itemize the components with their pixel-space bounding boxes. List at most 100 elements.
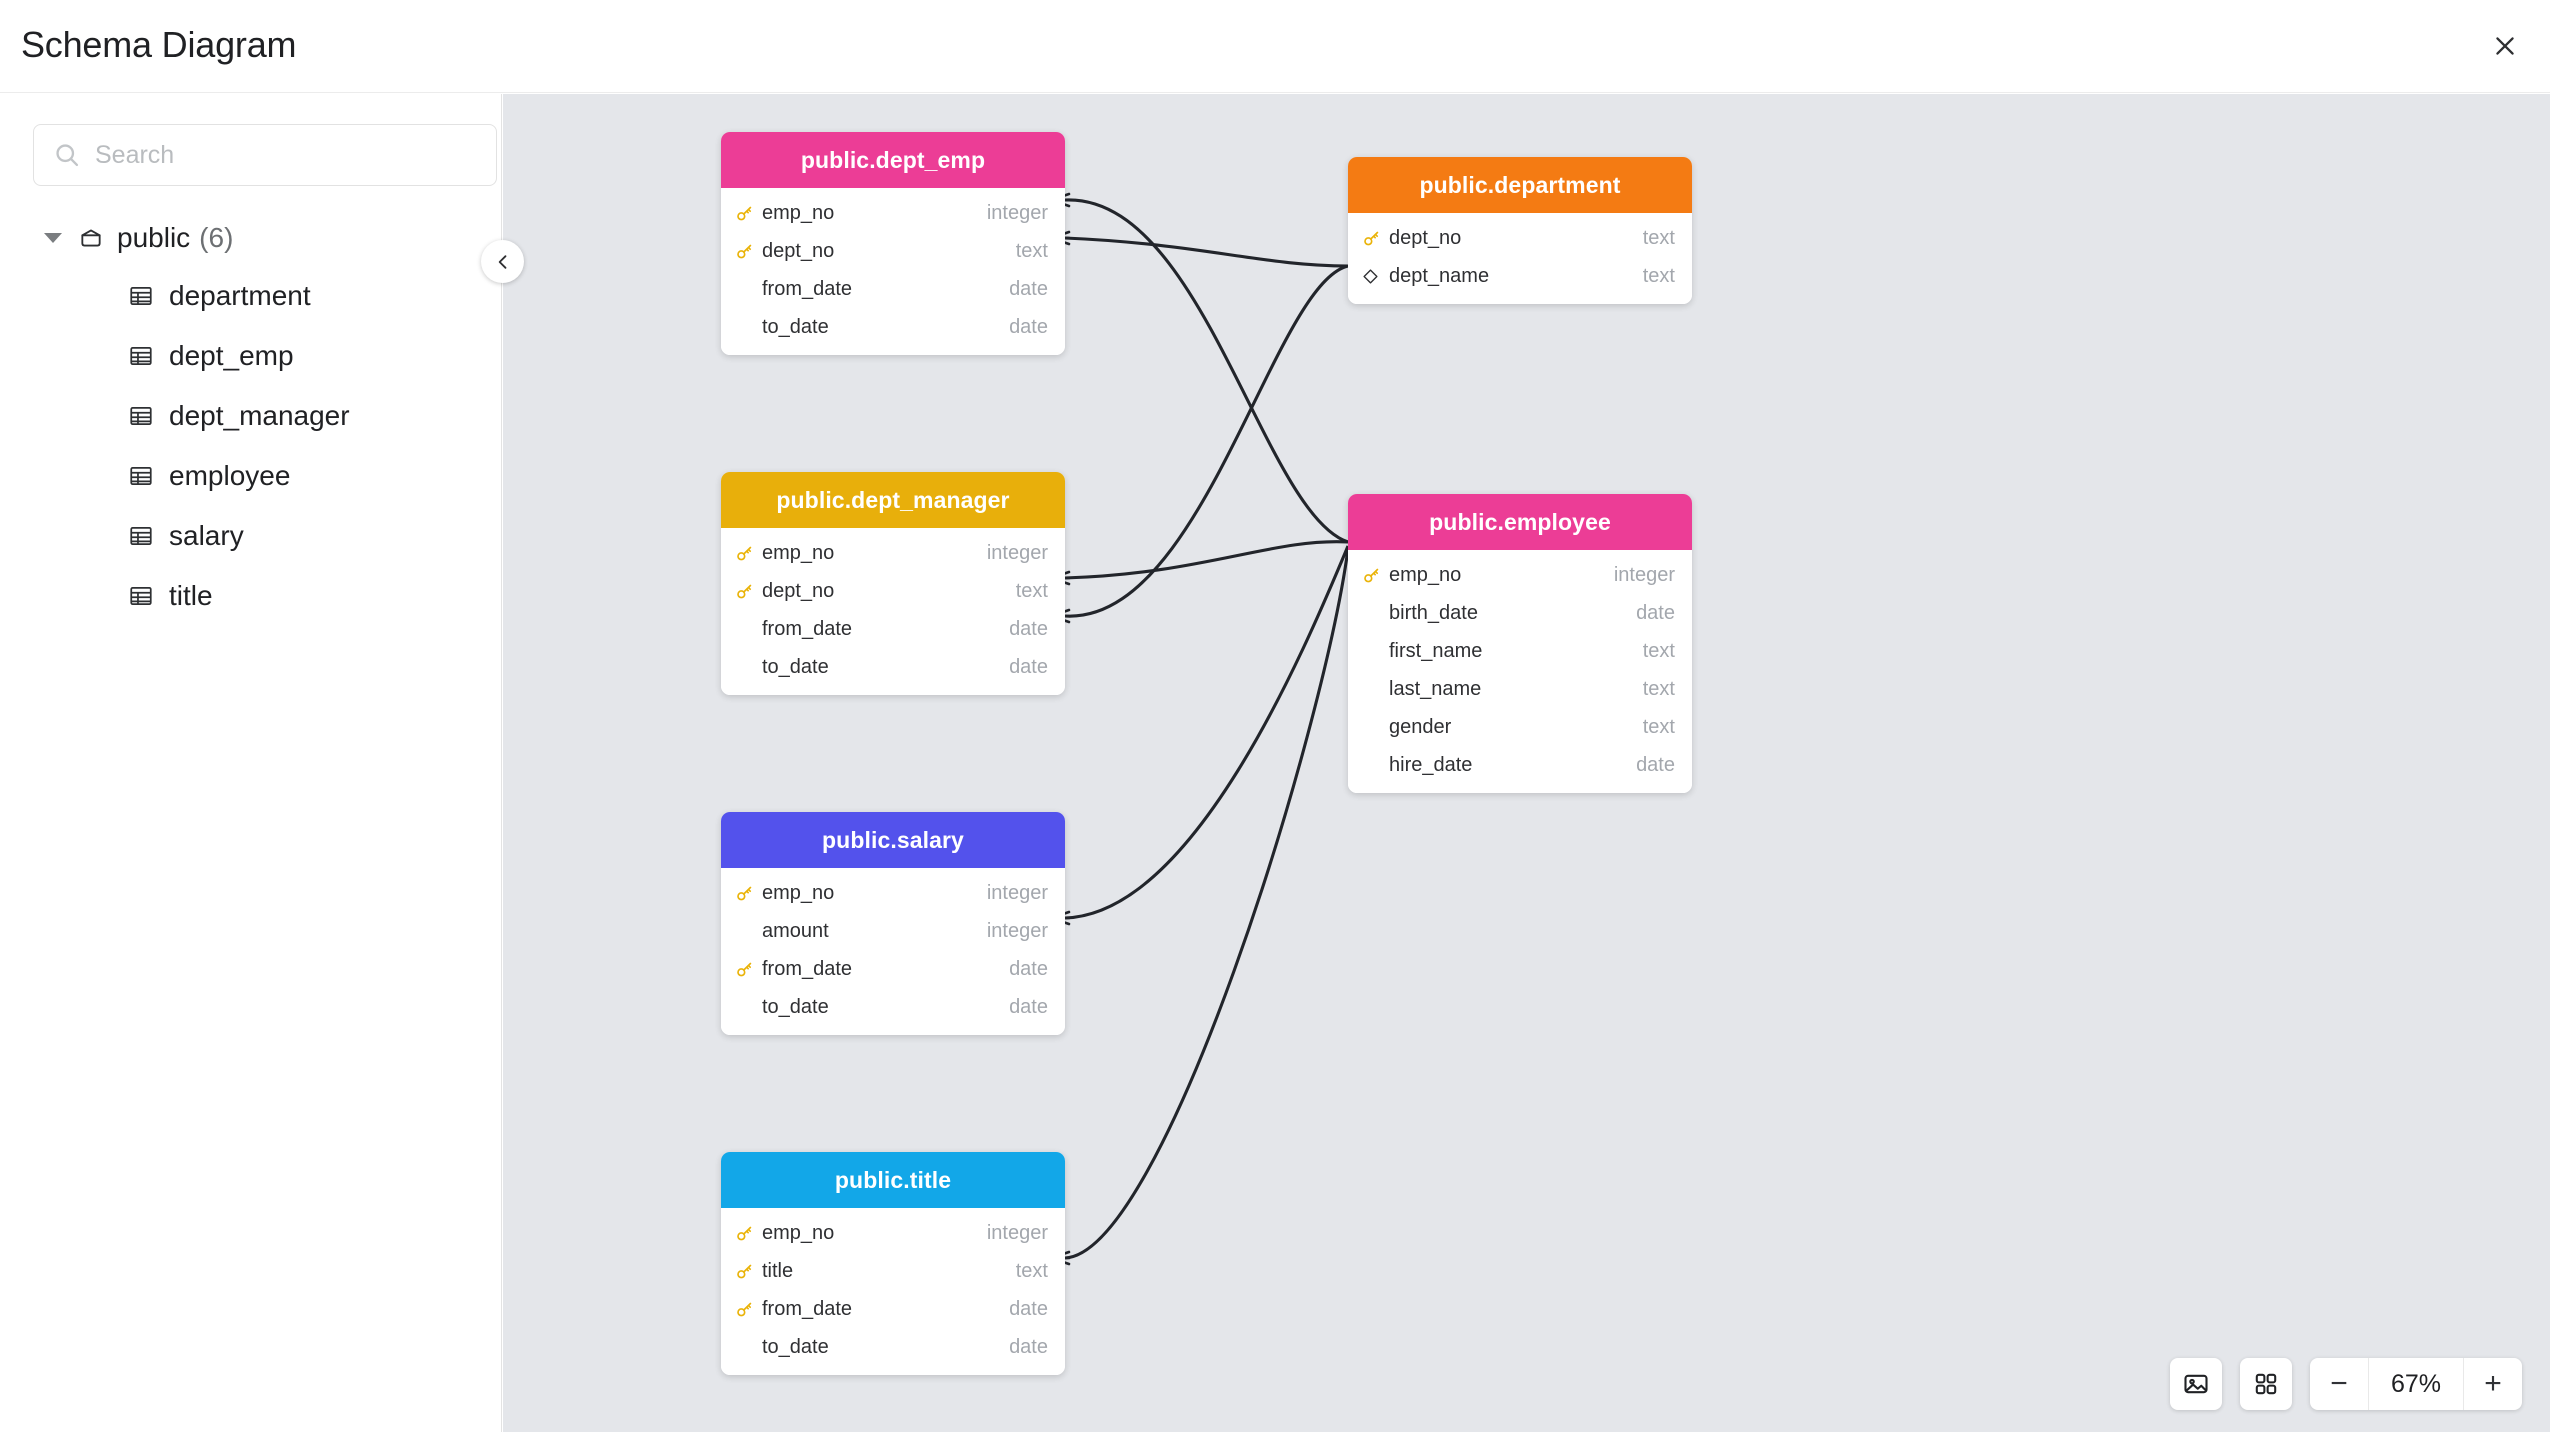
- tree-root-label: public: [117, 222, 191, 253]
- column-type: date: [1009, 1297, 1048, 1320]
- table-icon: [128, 403, 154, 429]
- column-name: to_date: [762, 995, 829, 1018]
- schema-icon: [78, 225, 104, 251]
- edge-dept_manager-employee: [1064, 540, 1349, 580]
- column-type: date: [1009, 995, 1048, 1018]
- zoom-level-label[interactable]: 67%: [2368, 1358, 2464, 1410]
- sidebar-item-salary[interactable]: salary: [0, 506, 502, 566]
- edge-title-employee: [1064, 548, 1350, 1260]
- close-button[interactable]: [2482, 23, 2528, 69]
- column-name: from_date: [762, 617, 853, 640]
- table-icon: [128, 283, 154, 309]
- primary-key-icon: [1362, 229, 1389, 248]
- primary-key-icon: [735, 544, 762, 563]
- relationship-edges: [1049, 192, 1350, 1266]
- tree-root-count: (6): [199, 222, 234, 253]
- sidebar-item-department[interactable]: department: [0, 266, 502, 326]
- column-type: date: [1009, 617, 1048, 640]
- sidebar-item-label: department: [169, 280, 311, 311]
- sidebar-item-employee[interactable]: employee: [0, 446, 502, 506]
- caret-down-icon[interactable]: [44, 233, 62, 243]
- column-name: dept_name: [1389, 264, 1490, 287]
- column-row[interactable]: dept_name text: [1348, 257, 1692, 295]
- close-icon: [2496, 37, 2514, 55]
- edge-dept_manager-department: [1064, 264, 1349, 618]
- column-type: text: [1015, 579, 1048, 602]
- column-type: integer: [1613, 563, 1675, 586]
- tree-root-public[interactable]: public (6): [0, 210, 502, 266]
- search-box[interactable]: [33, 124, 497, 186]
- sidebar-item-dept_manager[interactable]: dept_manager: [0, 386, 502, 446]
- column-type: integer: [986, 201, 1048, 224]
- column-type: text: [1642, 715, 1675, 738]
- column-type: text: [1642, 264, 1675, 287]
- primary-key-icon: [735, 582, 762, 601]
- search-input[interactable]: [95, 140, 496, 170]
- zoom-in-button[interactable]: +: [2484, 1367, 2502, 1400]
- table-icon: [128, 523, 154, 549]
- column-row[interactable]: to_date date: [721, 988, 1065, 1026]
- sidebar-collapse-button[interactable]: [481, 240, 524, 283]
- table-icon: [128, 463, 154, 489]
- export-image-button[interactable]: [2170, 1358, 2222, 1410]
- column-type: date: [1009, 277, 1048, 300]
- column-name: from_date: [762, 957, 853, 980]
- column-name: to_date: [762, 655, 829, 678]
- column-name: emp_no: [762, 881, 835, 904]
- primary-key-icon: [735, 960, 762, 979]
- column-type: text: [1642, 677, 1675, 700]
- table-node-header: public.dept_emp: [721, 132, 1065, 188]
- column-name: emp_no: [1389, 563, 1462, 586]
- sidebar-item-title[interactable]: title: [0, 566, 502, 626]
- auto-layout-button[interactable]: [2240, 1358, 2292, 1410]
- zoom-controls: − 67% +: [2310, 1358, 2522, 1410]
- column-row[interactable]: from_date date: [721, 610, 1065, 648]
- sidebar: public (6) department dept_empdept_manage…: [0, 94, 502, 1432]
- edge-dept_emp-department: [1064, 236, 1349, 268]
- zoom-out-button[interactable]: −: [2330, 1367, 2348, 1400]
- column-row[interactable]: emp_no integer: [1348, 556, 1692, 594]
- column-row[interactable]: from_date date: [721, 1290, 1065, 1328]
- column-name: from_date: [762, 277, 853, 300]
- column-name: emp_no: [762, 201, 835, 224]
- column-type: text: [1642, 639, 1675, 662]
- column-name: birth_date: [1389, 601, 1478, 624]
- column-row[interactable]: from_date date: [721, 270, 1065, 308]
- sidebar-item-dept_emp[interactable]: dept_emp: [0, 326, 502, 386]
- primary-key-icon: [735, 1262, 762, 1281]
- column-type: date: [1009, 315, 1048, 338]
- column-name: from_date: [762, 1297, 853, 1320]
- column-row[interactable]: emp_no integer: [721, 194, 1065, 232]
